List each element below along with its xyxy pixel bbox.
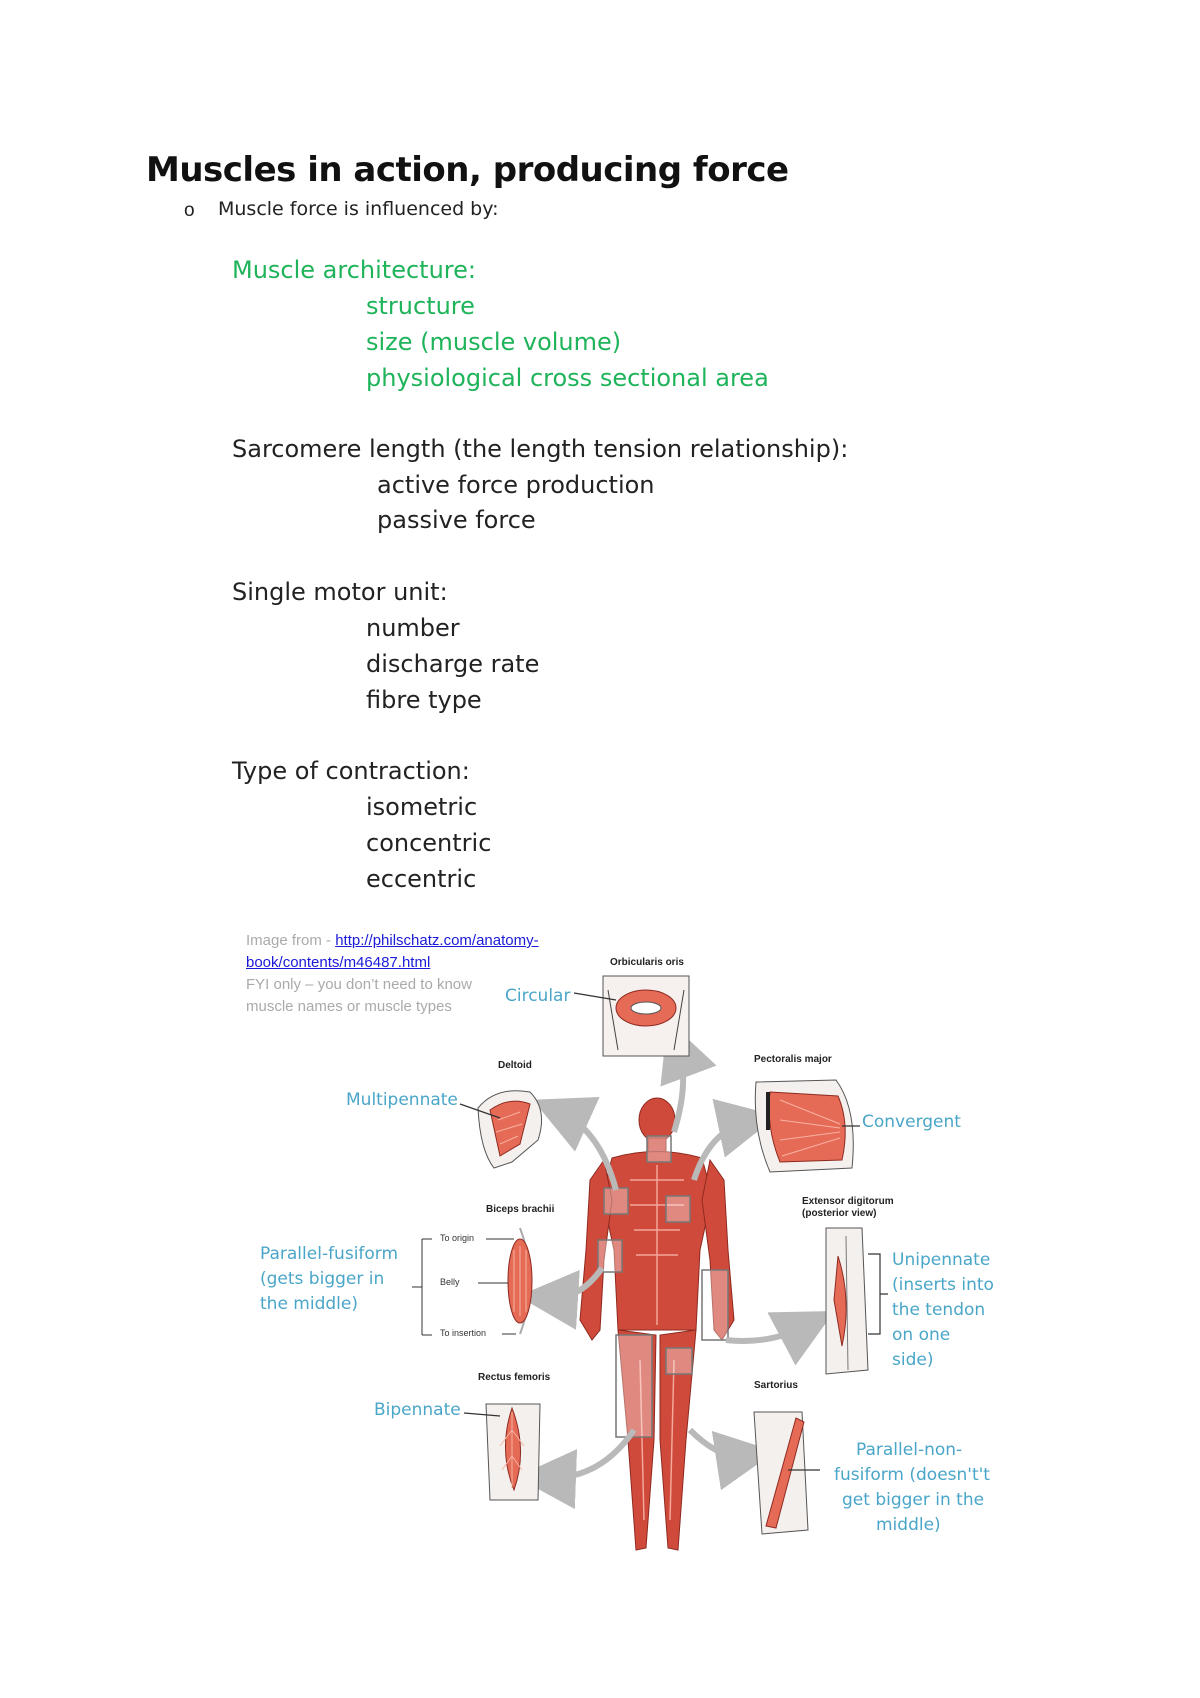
bullet-marker: o: [184, 200, 195, 221]
label-multipennate: Multipennate: [346, 1090, 458, 1110]
label-circular: Circular: [505, 986, 571, 1006]
label-parallel-non-fusiform: middle): [876, 1515, 941, 1535]
label-parallel-fusiform: (gets bigger in: [260, 1269, 385, 1289]
caption-sartorius: Sartorius: [754, 1380, 798, 1391]
label-bipennate: Bipennate: [374, 1400, 461, 1420]
page-title: Muscles in action, producing force: [146, 150, 789, 190]
label-parallel-non-fusiform: fusiform (doesn't't: [834, 1465, 990, 1485]
biceps-origin-label: To origin: [440, 1233, 475, 1243]
biceps-belly-label: Belly: [440, 1277, 460, 1287]
caption-rectus: Rectus femoris: [478, 1372, 551, 1383]
biceps-brachii-illustration: [412, 1227, 533, 1336]
credit-line-1: Image from - http://philschatz.com/anato…: [246, 932, 539, 949]
section-heading-sarcomere: Sarcomere length (the length tension rel…: [232, 435, 849, 463]
label-unipennate: side): [892, 1350, 934, 1370]
extensor-digitorum-illustration: [825, 1227, 888, 1375]
caption-biceps: Biceps brachii: [486, 1204, 555, 1215]
section-heading-motor-unit: Single motor unit:: [232, 578, 448, 606]
caption-extensor-view: (posterior view): [802, 1208, 877, 1219]
label-parallel-fusiform: Parallel-fusiform: [260, 1244, 399, 1264]
rectus-femoris-illustration: [463, 1403, 541, 1501]
highlight-boxes: [597, 1135, 729, 1438]
label-convergent: Convergent: [862, 1112, 961, 1132]
label-unipennate: Unipennate: [892, 1250, 991, 1270]
section-heading-contraction: Type of contraction:: [232, 757, 470, 785]
section-item: number: [366, 614, 460, 642]
caption-deltoid: Deltoid: [498, 1060, 532, 1071]
biceps-insertion-label: To insertion: [440, 1328, 487, 1338]
section-item: physiological cross sectional area: [366, 364, 769, 392]
orbicularis-oris-illustration: [573, 975, 690, 1057]
section-heading-architecture: Muscle architecture:: [232, 256, 476, 284]
section-item: isometric: [366, 793, 478, 821]
section-item: size (muscle volume): [366, 328, 622, 356]
section-item: passive force: [377, 506, 536, 534]
deltoid-illustration: [459, 1090, 543, 1169]
pectoralis-major-illustration: [754, 1079, 860, 1173]
section-item: eccentric: [366, 865, 477, 893]
source-link[interactable]: http://philschatz.com/anatomy-: [335, 932, 539, 949]
section-item: fibre type: [366, 686, 482, 714]
label-parallel-non-fusiform: get bigger in the: [842, 1490, 985, 1510]
caption-pectoralis: Pectoralis major: [754, 1054, 832, 1065]
fyi-note-1: FYI only – you don’t need to know: [246, 976, 472, 993]
credit-prefix: Image from -: [246, 932, 336, 949]
sartorius-illustration: [753, 1411, 820, 1535]
caption-extensor: Extensor digitorum: [802, 1196, 894, 1207]
label-unipennate: (inserts into: [892, 1275, 994, 1295]
credit-line-2: book/contents/m46487.html: [246, 954, 430, 971]
label-parallel-fusiform: the middle): [260, 1294, 358, 1314]
source-link-cont[interactable]: book/contents/m46487.html: [246, 954, 431, 971]
label-unipennate: on one: [892, 1325, 951, 1345]
section-item: concentric: [366, 829, 492, 857]
section-item: structure: [366, 292, 475, 320]
section-item: discharge rate: [366, 650, 540, 678]
section-item: active force production: [377, 471, 655, 499]
label-unipennate: the tendon: [892, 1300, 986, 1320]
muscle-striations: [630, 1165, 684, 1521]
intro-text: Muscle force is influenced by:: [218, 198, 499, 220]
caption-orbicularis: Orbicularis oris: [610, 957, 684, 968]
label-parallel-non-fusiform: Parallel-non-: [856, 1440, 963, 1460]
fyi-note-2: muscle names or muscle types: [246, 998, 452, 1015]
